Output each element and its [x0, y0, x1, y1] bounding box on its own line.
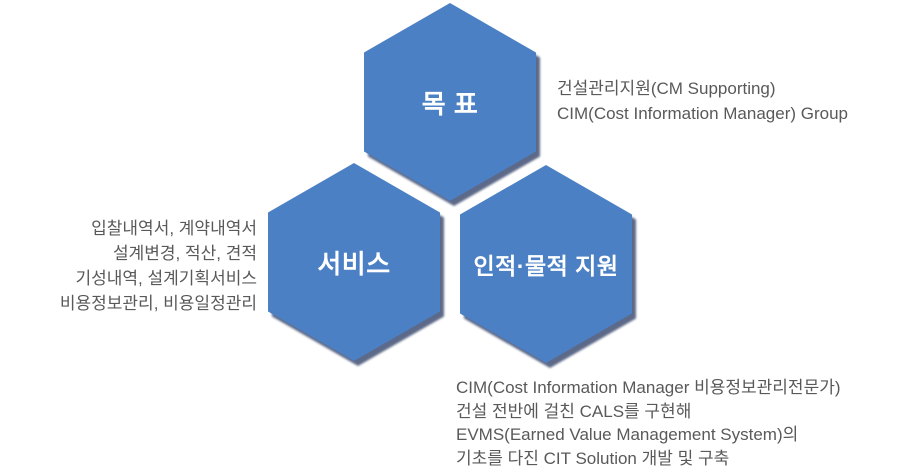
note-support-line-3: EVMS(Earned Value Management System)의 [456, 425, 799, 444]
note-service-line-4: 비용정보관리, 비용일정관리 [59, 294, 257, 313]
note-service: 입찰내역서, 계약내역서 설계변경, 적산, 견적 기성내역, 설계기획서비스 … [60, 216, 257, 316]
hexagon-service-label: 서비스 [317, 248, 391, 279]
hexagon-support-polygon [460, 165, 632, 363]
note-support: CIM(Cost Information Manager 비용정보관리전문가) … [456, 376, 841, 470]
hexagon-goal-shape [364, 3, 536, 201]
hexagon-support-label: 인적·물적 지원 [473, 253, 619, 279]
hexagon-goal: 목 표 [364, 3, 536, 201]
hexagon-goal-label: 목 표 [421, 88, 479, 119]
hexagon-support-shape [460, 165, 632, 363]
note-goal-line-2: CIM(Cost Information Manager) Group [557, 104, 848, 123]
hexagon-support: 인적·물적 지원 [460, 165, 632, 363]
note-goal-line-1: 건설관리지원(CM Supporting) [557, 79, 776, 98]
note-support-line-4: 기초를 다진 CIT Solution 개발 및 구축 [456, 448, 730, 468]
note-service-line-1: 입찰내역서, 계약내역서 [91, 219, 257, 238]
hexagon-service-shape [268, 163, 440, 361]
hexagon-goal-polygon [364, 3, 536, 201]
hexagon-service: 서비스 [268, 163, 440, 361]
hexagon-service-polygon [268, 163, 440, 361]
note-service-line-3: 기성내역, 설계기획서비스 [75, 269, 258, 288]
note-support-line-2: 건설 전반에 걸친 CALS를 구현해 [456, 401, 692, 421]
note-goal: 건설관리지원(CM Supporting) CIM(Cost Informati… [557, 76, 848, 126]
note-support-line-1: CIM(Cost Information Manager 비용정보관리전문가) [456, 378, 841, 397]
note-service-line-2: 설계변경, 적산, 견적 [112, 244, 257, 263]
